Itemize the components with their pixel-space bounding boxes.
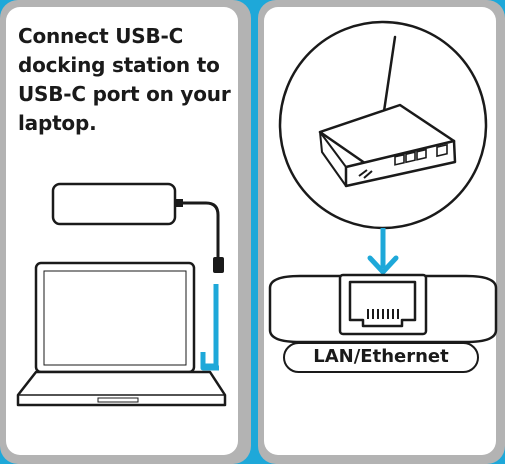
usb-c-cable-icon: [183, 201, 224, 273]
instruction-text: Connect USB-C docking station to USB-C p…: [18, 24, 231, 135]
arrow-down-icon: [200, 284, 219, 371]
laptop-icon: [16, 261, 227, 407]
arrow-down-icon: [367, 228, 399, 275]
router-icon: [278, 20, 488, 230]
port-label: LAN/Ethernet: [283, 342, 479, 373]
docking-station-icon: [51, 182, 183, 226]
ethernet-port-icon: [268, 273, 498, 344]
